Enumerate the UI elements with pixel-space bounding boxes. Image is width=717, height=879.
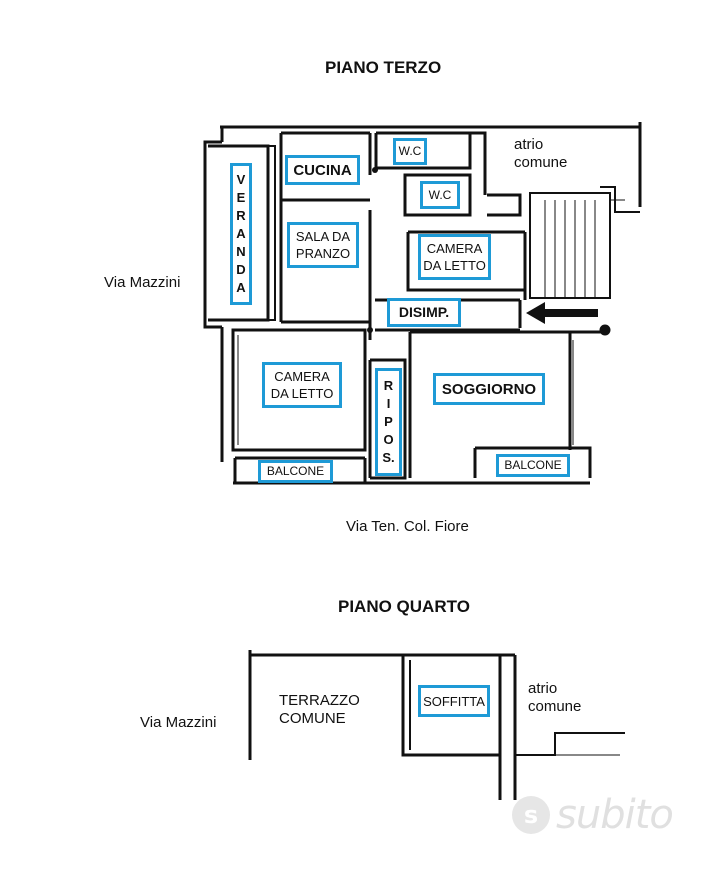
- piano-quarto-walls: [248, 650, 625, 800]
- room-label-atrio-floor4: atrio comune: [528, 680, 582, 715]
- ripos-letter: P: [384, 414, 393, 429]
- room-label-wc-2: W.C: [420, 181, 460, 209]
- piano-terzo-walls: [203, 122, 642, 485]
- veranda-letter: A: [236, 226, 246, 241]
- street-south-floor3: Via Ten. Col. Fiore: [346, 518, 469, 535]
- room-label-sala-da-pranzo: SALA DA PRANZO: [287, 222, 359, 268]
- subito-logo-icon: s: [512, 796, 550, 834]
- floor4-title: PIANO QUARTO: [338, 597, 470, 616]
- street-west-floor4: Via Mazzini: [140, 714, 217, 731]
- subito-watermark-text: subito: [556, 792, 674, 838]
- veranda-letter: A: [236, 280, 246, 295]
- floor3-title: PIANO TERZO: [325, 58, 442, 77]
- room-label-cucina: CUCINA: [285, 155, 360, 185]
- ripos-letter: S.: [382, 450, 395, 465]
- veranda-letter: N: [236, 244, 246, 259]
- veranda-letter: R: [236, 208, 246, 223]
- subito-watermark: s subito: [512, 792, 674, 838]
- veranda-letter: V: [236, 172, 246, 187]
- room-label-camera-2: CAMERA DA LETTO: [418, 234, 491, 280]
- ripos-letter: R: [383, 378, 394, 393]
- room-label-soggiorno: SOGGIORNO: [433, 373, 545, 405]
- room-label-soffitta: SOFFITTA: [418, 685, 490, 717]
- room-label-balcone-1: BALCONE: [258, 460, 333, 483]
- veranda-letter: E: [236, 190, 246, 205]
- room-label-wc-1: W.C: [393, 138, 427, 165]
- room-label-atrio-floor3: atrio comune: [514, 136, 568, 171]
- veranda-letter: D: [236, 262, 246, 277]
- room-label-disimp: DISIMP.: [387, 298, 461, 327]
- street-west-floor3: Via Mazzini: [104, 274, 181, 291]
- room-label-ripos: R I P O S.: [375, 368, 402, 476]
- ripos-letter: I: [386, 396, 391, 411]
- ripos-letter: O: [383, 432, 394, 447]
- room-label-camera-1: CAMERA DA LETTO: [262, 362, 342, 408]
- room-label-veranda: V E R A N D A: [230, 163, 252, 305]
- room-label-balcone-2: BALCONE: [496, 454, 570, 477]
- entrance-arrow: [518, 300, 598, 328]
- room-label-terrazzo: TERRAZZO COMUNE: [279, 692, 360, 727]
